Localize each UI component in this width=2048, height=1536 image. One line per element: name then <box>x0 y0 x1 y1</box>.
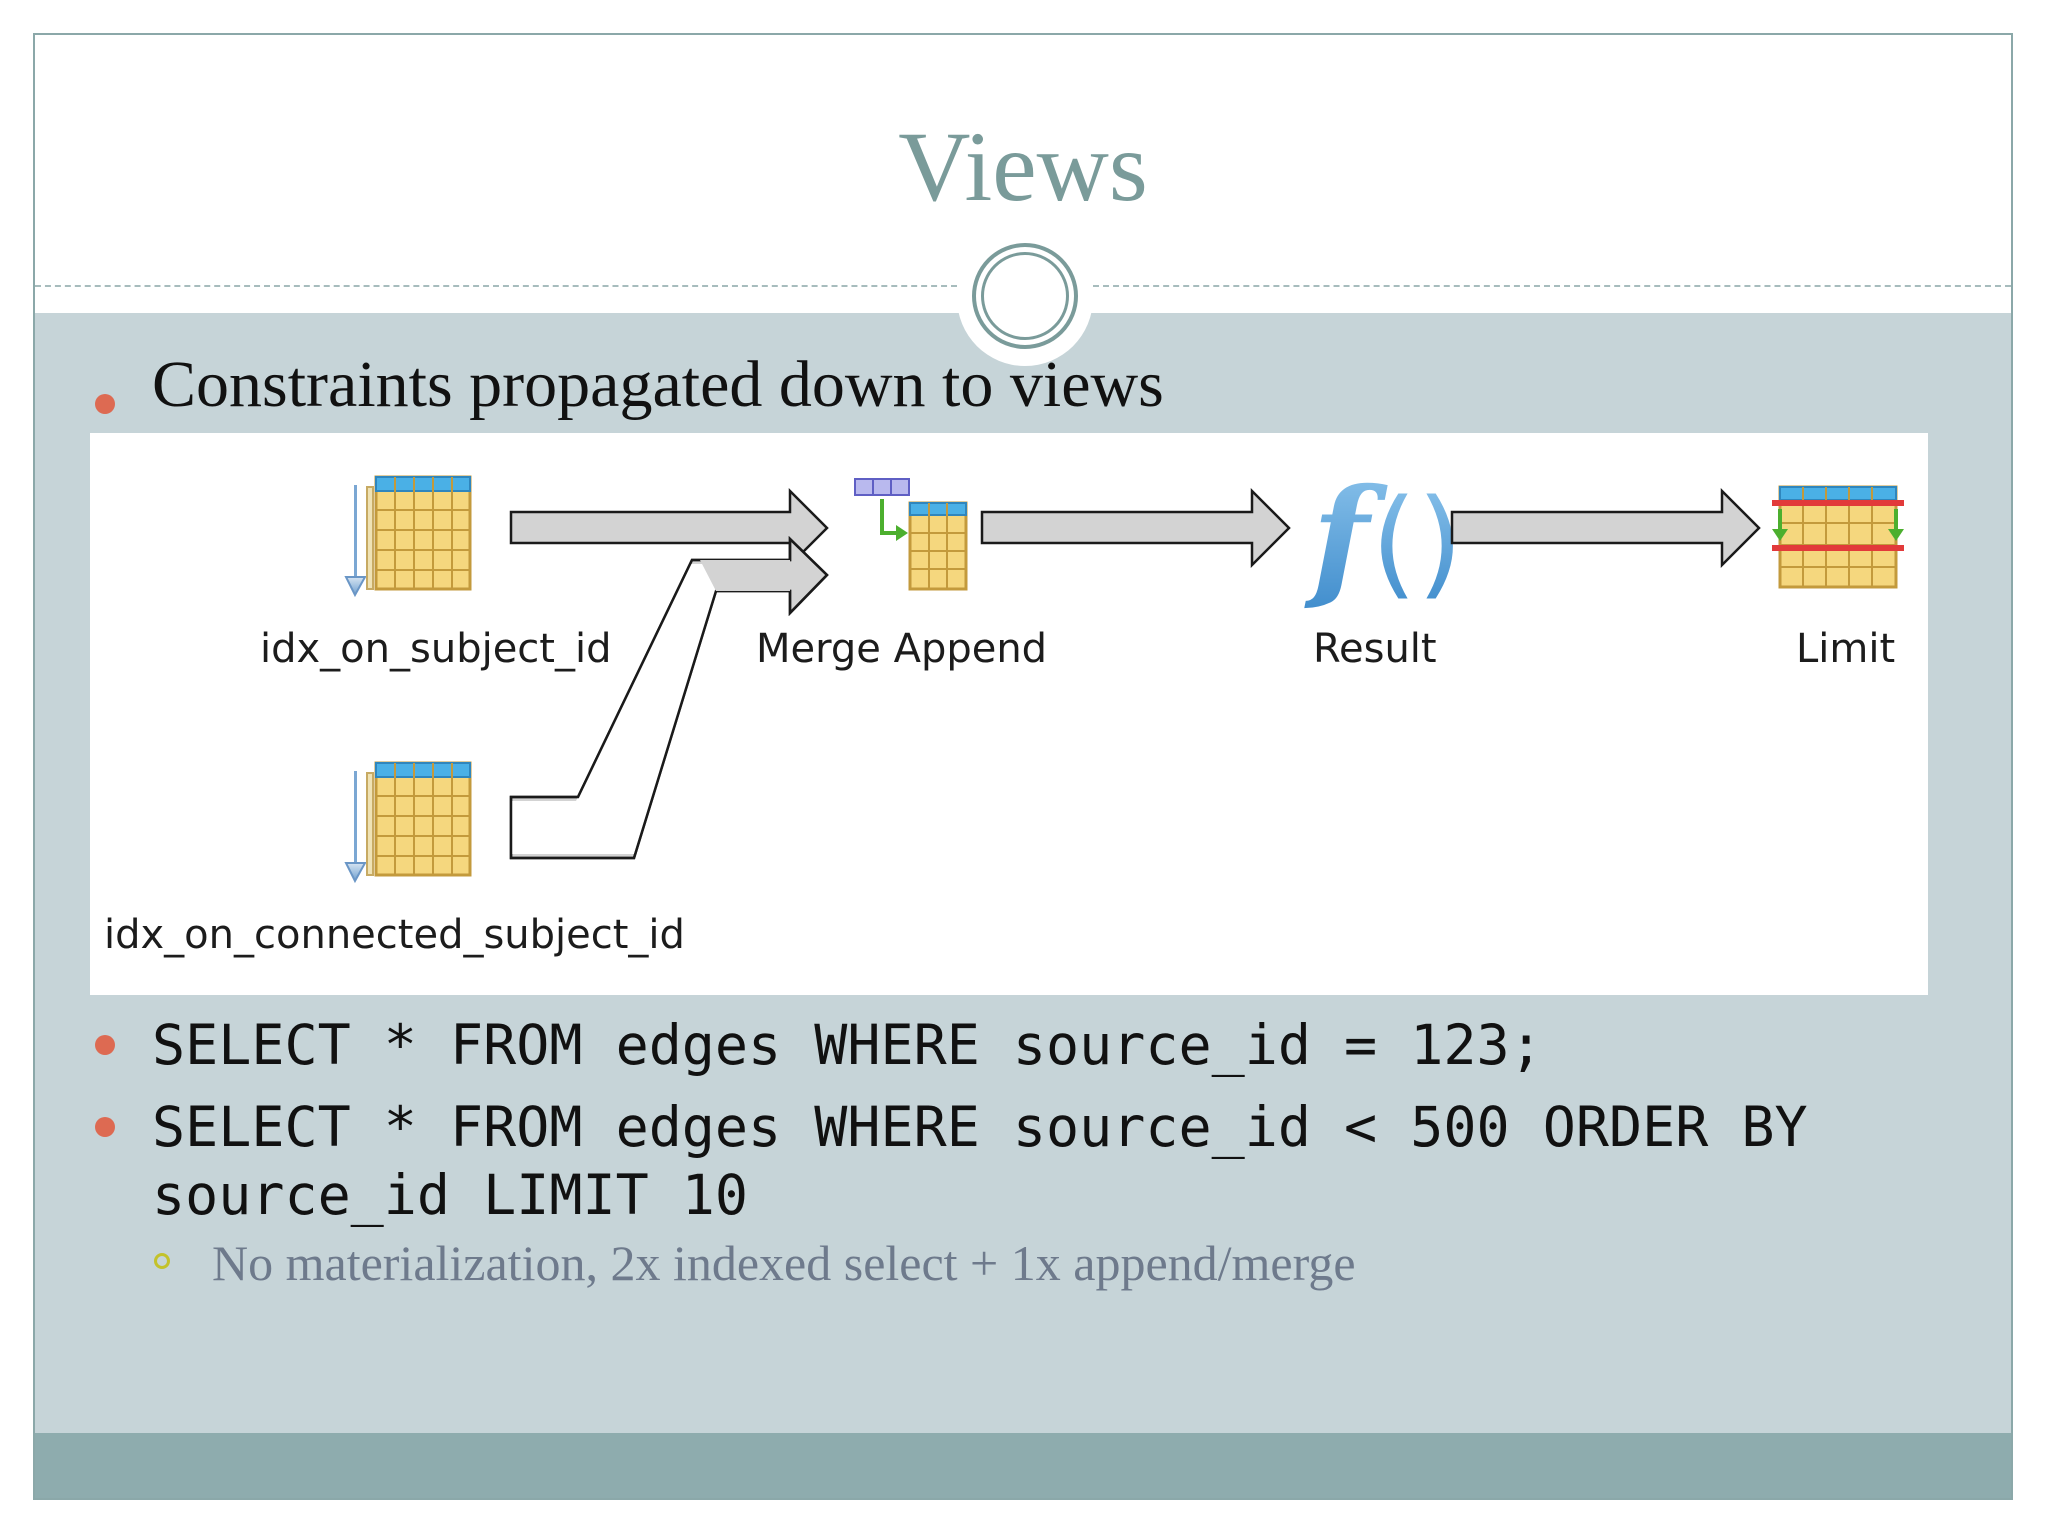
edge-arrow-idx-subject-to-merge <box>509 487 829 569</box>
bullet-sql-order-line2: source_id LIMIT 10 <box>152 1163 749 1227</box>
bullet-sql-order-line1: SELECT * FROM edges WHERE source_id < 50… <box>152 1095 1808 1159</box>
slide: Views Constraints propagated down to vie… <box>33 33 2013 1500</box>
svg-text:(): () <box>1371 473 1463 611</box>
footer-band <box>35 1433 2011 1498</box>
header-circle-icon <box>972 243 1078 349</box>
node-label-limit: Limit <box>1796 626 1896 672</box>
edge-arrow-merge-to-result <box>980 487 1291 569</box>
index-scan-icon-2 <box>344 761 472 884</box>
bullet-dot <box>95 394 115 414</box>
limit-icon <box>1772 485 1904 589</box>
header-divider-right <box>1093 285 2011 287</box>
slide-title: Views <box>898 111 1148 222</box>
sub-bullet-materialization: No materialization, 2x indexed select + … <box>212 1235 1356 1291</box>
function-result-icon: f () <box>1304 460 1463 615</box>
header-divider-left <box>35 285 957 287</box>
query-plan-diagram: f () <box>90 433 1928 995</box>
bullet-constraints: Constraints propagated down to views <box>152 348 1164 421</box>
index-scan-icon-1 <box>344 475 472 598</box>
node-label-idx-on-connected-subject-id: idx_on_connected_subject_id <box>104 912 685 958</box>
header-circle-inner <box>981 252 1069 340</box>
bullet-sql-equals: SELECT * FROM edges WHERE source_id = 12… <box>152 1013 1543 1077</box>
merge-append-icon <box>854 478 968 591</box>
node-label-result: Result <box>1313 626 1437 672</box>
bullet-dot <box>95 1117 115 1137</box>
bullet-dot <box>95 1035 115 1055</box>
node-label-idx-on-subject-id: idx_on_subject_id <box>260 626 612 672</box>
node-label-merge-append: Merge Append <box>756 626 1048 672</box>
edge-arrow-result-to-limit <box>1450 487 1761 569</box>
sub-bullet-ring <box>154 1253 170 1269</box>
